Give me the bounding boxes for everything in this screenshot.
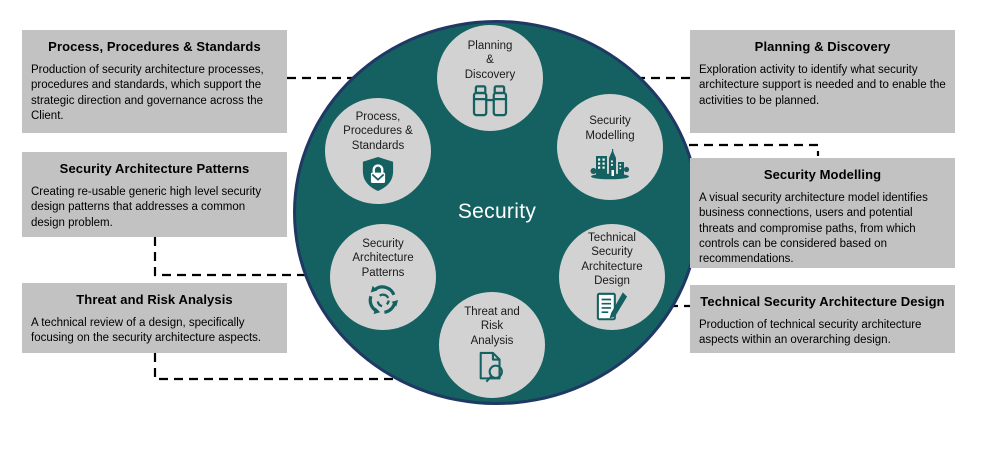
callout-security-architecture-patterns: Security Architecture Patterns Creating … (22, 152, 287, 237)
callout-process-procedures-standards: Process, Procedures & Standards Producti… (22, 30, 287, 133)
node-label: Threat and Risk Analysis (464, 306, 520, 347)
node-security-architecture-patterns: Security Architecture Patterns (330, 224, 436, 330)
node-label: Technical Security Architecture Design (581, 232, 643, 287)
callout-title: Threat and Risk Analysis (76, 292, 233, 307)
node-label: Process, Procedures & Standards (343, 111, 413, 152)
callout-body: A visual security architecture model ide… (699, 192, 928, 266)
circular-arrows-icon (368, 284, 399, 314)
city-buildings-icon (590, 148, 630, 179)
callout-body: Production of security architecture proc… (31, 64, 264, 122)
node-planning-discovery: Planning & Discovery (437, 25, 543, 131)
callout-body: A technical review of a design, specific… (31, 317, 262, 345)
callout-planning-discovery: Planning & Discovery Exploration activit… (690, 30, 955, 133)
shield-lock-icon (362, 156, 394, 191)
callout-body: Production of technical security archite… (699, 319, 922, 347)
node-label: Security Architecture Patterns (352, 238, 414, 279)
node-threat-risk-analysis: Threat and Risk Analysis (439, 292, 545, 398)
callout-body: Creating re-usable generic high level se… (31, 186, 262, 229)
document-pencil-icon (596, 291, 628, 320)
node-security-modelling: Security Modelling (557, 94, 663, 200)
callout-title: Planning & Discovery (754, 39, 891, 54)
callout-title: Process, Procedures & Standards (48, 39, 261, 54)
callout-threat-risk-analysis: Threat and Risk Analysis A technical rev… (22, 283, 287, 353)
node-technical-security-architecture-design: Technical Security Architecture Design (559, 224, 665, 330)
callout-title: Technical Security Architecture Design (700, 294, 945, 309)
node-label: Planning & Discovery (464, 40, 516, 81)
node-process-procedures-standards: Process, Procedures & Standards (325, 98, 431, 204)
binoculars-icon (472, 84, 508, 116)
callout-body: Exploration activity to identify what se… (699, 64, 946, 107)
callout-title: Security Architecture Patterns (59, 161, 250, 176)
callout-title: Security Modelling (763, 167, 882, 182)
node-label: Security Modelling (585, 115, 635, 142)
callout-security-modelling: Security Modelling A visual security arc… (690, 158, 955, 268)
callout-technical-security-architecture-design: Technical Security Architecture Design P… (690, 285, 955, 353)
security-hub-label: Security (457, 200, 537, 223)
document-magnifier-icon (479, 351, 503, 382)
